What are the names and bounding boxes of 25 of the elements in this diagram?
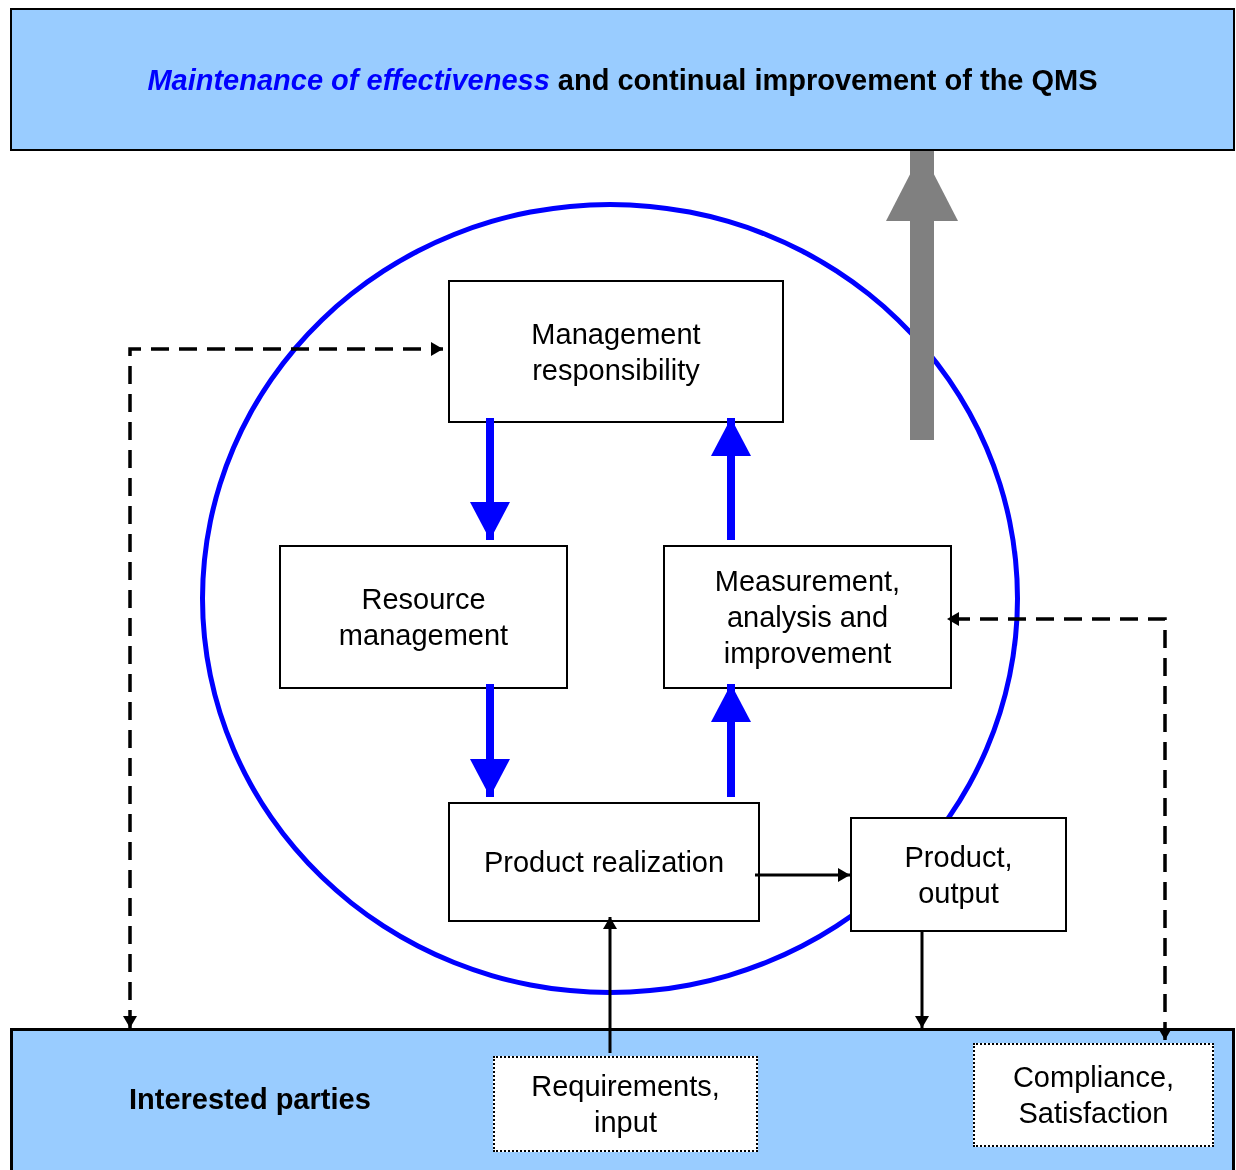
box-label: Resource management [337,582,510,653]
dashed-arrow [947,612,1172,1040]
arrow [915,932,929,1028]
arrow [886,151,958,440]
goal-banner [10,8,1235,151]
banner-text: Maintenance of effectiveness and continual improvement of the QMS [147,62,1098,98]
box-label: Requirements, input [530,1069,721,1140]
arrow [755,868,850,882]
box-label: Product, output [903,839,1014,911]
dashed-arrow [123,342,443,1028]
process-box [448,802,760,922]
band-label: Interested parties [129,1082,371,1117]
box-label: Measurement, analysis and improvement [713,564,902,671]
box-label: Product realization [482,845,726,880]
process-box [279,545,568,689]
process-box [850,817,1067,932]
process-circle [200,202,1020,995]
process-box [663,545,952,689]
box-label: Management responsibility [530,316,702,388]
io-box [493,1056,758,1152]
io-box [973,1043,1214,1147]
process-box [448,280,784,423]
box-label: Compliance, Satisfaction [1011,1060,1176,1131]
stakeholder-band [10,1028,1235,1170]
arrow [603,917,617,1053]
